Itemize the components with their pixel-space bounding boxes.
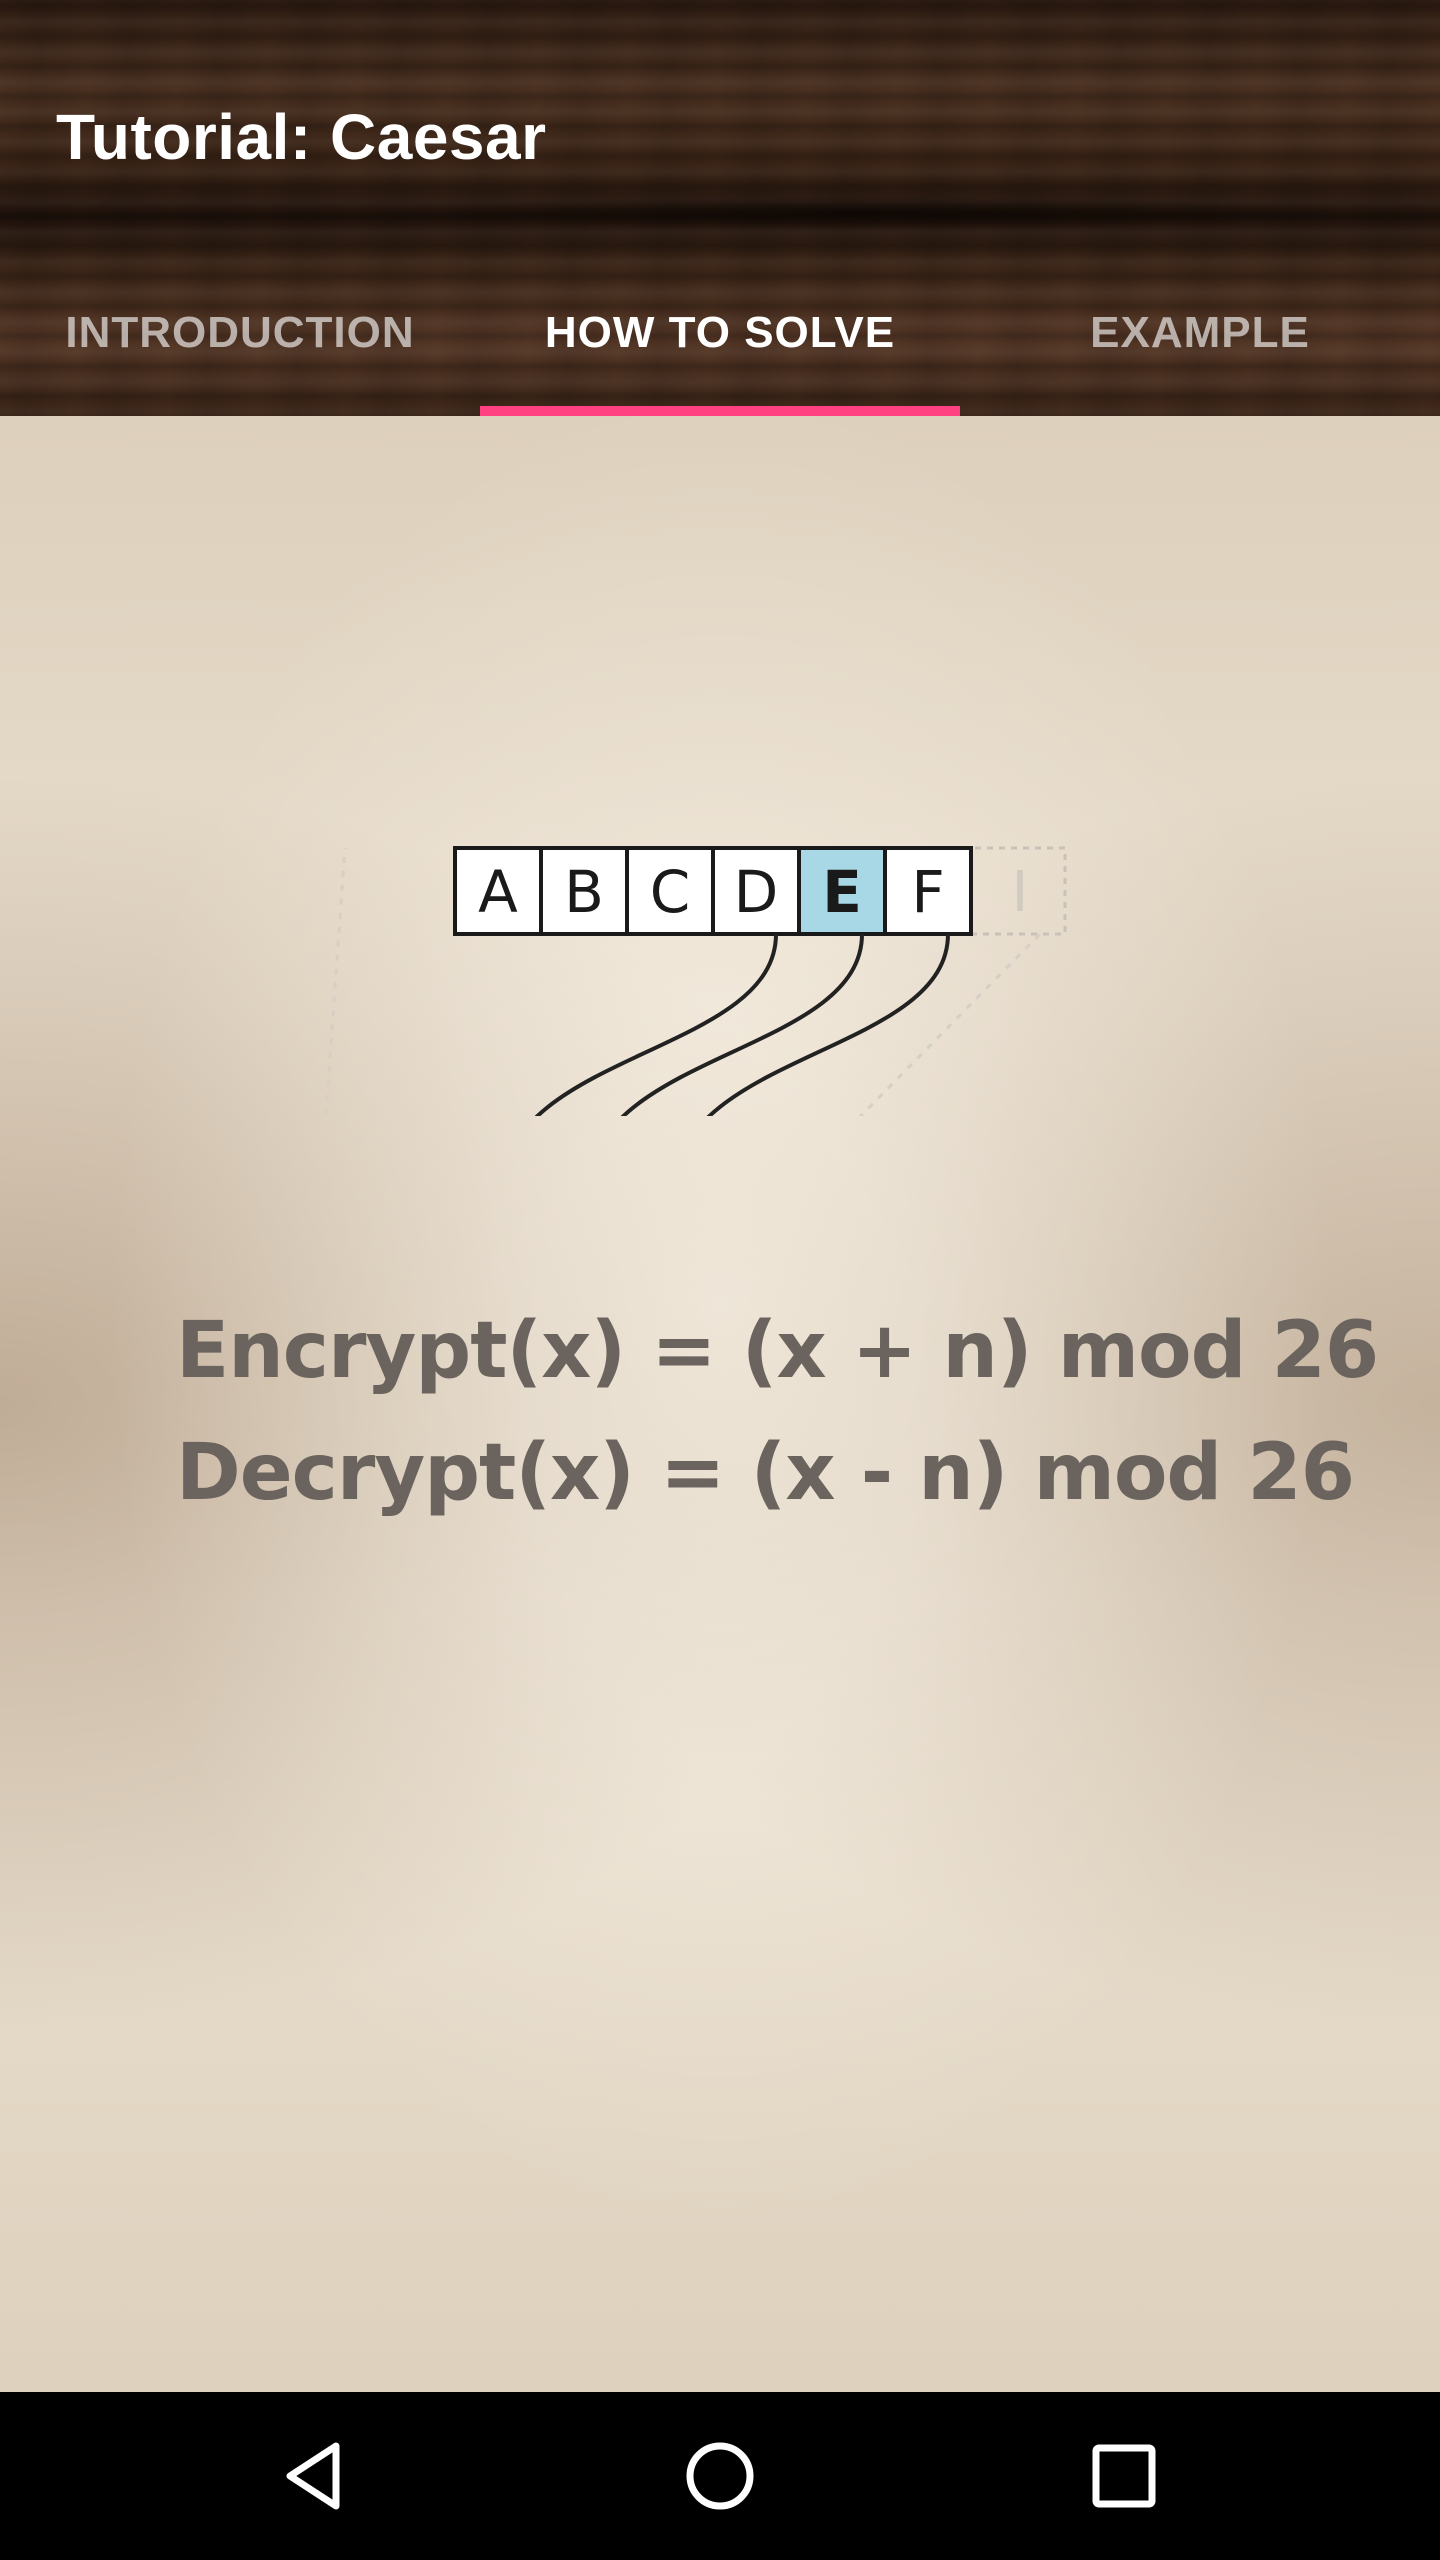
home-button[interactable] (680, 2436, 760, 2516)
tab-example[interactable]: EXAMPLE (960, 288, 1440, 416)
shift-arrow (620, 933, 864, 1116)
tab-introduction[interactable]: INTRODUCTION (0, 288, 480, 416)
tab-indicator (480, 406, 960, 416)
tab-label: HOW TO SOLVE (544, 308, 896, 357)
system-nav-bar (0, 2392, 1440, 2560)
decrypt-formula: Decrypt(x) = (x - n) mod 26 (176, 1428, 1355, 1518)
app-bar: Tutorial: Caesar INTRODUCTION HOW TO SOL… (0, 0, 1440, 416)
top-row-cell (797, 846, 887, 936)
shift-arrow (534, 933, 778, 1116)
tutorial-content: G H I ABCDEFABCDEFXYZ Encrypt(x) = (x + … (0, 416, 1440, 2392)
top-row-letter: A (478, 858, 518, 926)
encrypt-formula: Encrypt(x) = (x + n) mod 26 (176, 1306, 1379, 1396)
guide-line (324, 847, 347, 1116)
tab-label: EXAMPLE (1090, 308, 1310, 357)
wood-texture (380, 196, 1360, 230)
tab-bar: INTRODUCTION HOW TO SOLVE EXAMPLE (0, 288, 1440, 416)
top-row-letter: D (734, 858, 779, 926)
page-title: Tutorial: Caesar (56, 101, 547, 173)
recent-square-icon (1092, 2444, 1156, 2508)
guide-line (858, 932, 1042, 1116)
caesar-shift-diagram: G H I ABCDEFABCDEFXYZ (324, 846, 1067, 1116)
shift-arrow (706, 933, 950, 1116)
recent-apps-button[interactable] (1084, 2436, 1164, 2516)
top-row-cell (883, 846, 973, 936)
top-row-cell (539, 846, 629, 936)
top-row-letter: F (911, 858, 944, 926)
tab-label: INTRODUCTION (65, 308, 415, 357)
top-row-cell (625, 846, 715, 936)
back-button[interactable] (276, 2436, 356, 2516)
tab-how-to-solve[interactable]: HOW TO SOLVE (480, 288, 960, 416)
back-triangle-icon (286, 2442, 340, 2510)
home-circle-icon (686, 2442, 754, 2510)
top-faded-letter: I (1012, 860, 1029, 925)
top-row-letter: B (564, 858, 604, 926)
top-row-letter: C (650, 858, 691, 926)
top-row-letter: E (822, 858, 862, 926)
